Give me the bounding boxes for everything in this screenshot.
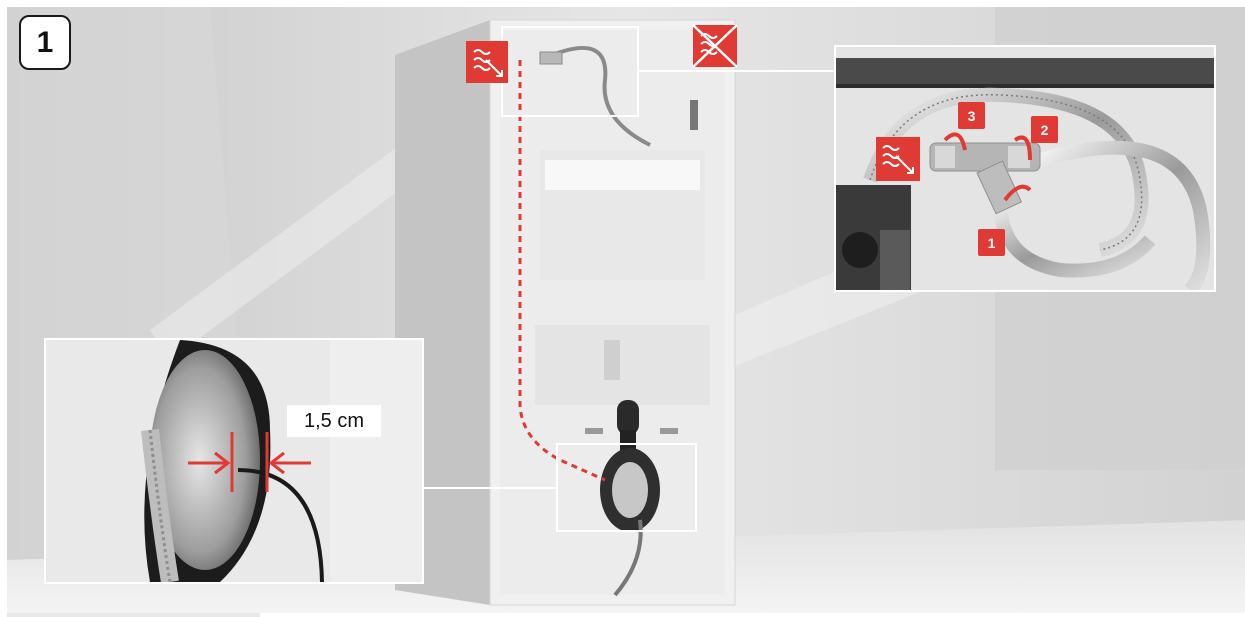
- zoom-panel-hose-connection: [835, 46, 1215, 291]
- callout-number-1: 1: [978, 229, 1005, 256]
- step-number-badge: 1: [19, 15, 71, 70]
- callout-number-2: 2: [1031, 116, 1058, 143]
- zoom-panel-hole-detail: [45, 339, 423, 583]
- callout-number-3: 3: [958, 102, 985, 129]
- no-hot-water-icon: [693, 25, 737, 67]
- hot-water-flow-icon: [466, 41, 508, 83]
- toilet-frame: [395, 20, 735, 605]
- hot-water-flow-icon-detail: [876, 137, 920, 181]
- measurement-label: 1,5 cm: [287, 405, 381, 437]
